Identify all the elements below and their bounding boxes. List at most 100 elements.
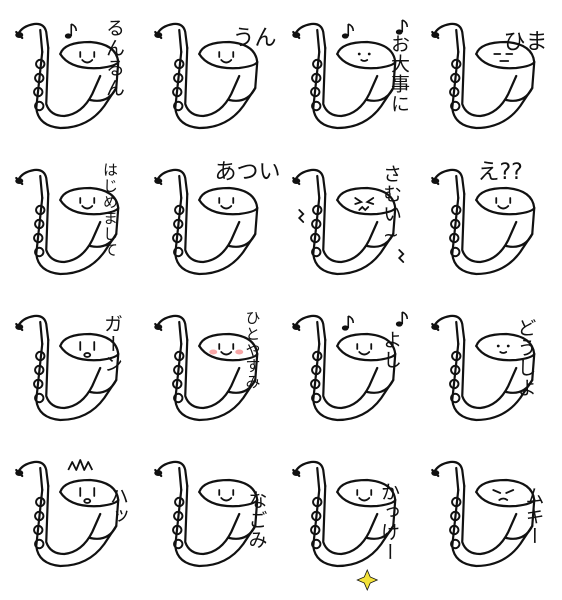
key-icon (35, 350, 46, 362)
saxophone-icon (292, 19, 409, 130)
sticker-drawing (292, 460, 397, 592)
saxophone-icon (430, 460, 535, 568)
sticker-drawing (430, 460, 535, 568)
sticker-drawing (292, 19, 409, 130)
key-icon (171, 232, 182, 244)
key-icon (449, 100, 460, 112)
sticker-drawing (153, 314, 258, 422)
mouthpiece-icon (430, 324, 439, 330)
sticker-caption: はじめまして (101, 162, 119, 258)
sticker-drawing (153, 22, 258, 130)
sticker: かっけー (281, 446, 420, 592)
sticker-caption: ムキー (522, 486, 545, 546)
mouthpiece-icon (15, 32, 24, 38)
key-icon (173, 58, 184, 70)
key-icon (310, 524, 321, 536)
face-icon (217, 489, 234, 502)
mouthpiece-icon (292, 324, 301, 330)
mouthpiece-icon (292, 178, 301, 184)
sticker-caption: ひま (503, 30, 548, 55)
key-icon (311, 538, 322, 550)
saxophone-icon (153, 314, 258, 422)
music-note-icon (395, 311, 409, 327)
face-icon (79, 487, 96, 504)
key-icon (312, 350, 323, 362)
key-icon (173, 204, 184, 216)
sticker: なごみ (143, 446, 282, 592)
surprise-lines-icon (67, 459, 94, 471)
mouthpiece-icon (292, 32, 301, 38)
saxophone-icon (15, 459, 120, 568)
key-icon (33, 524, 44, 536)
key-icon (172, 100, 183, 112)
saxophone-icon (153, 460, 258, 568)
blush-icon (234, 349, 243, 355)
saxophone-icon (153, 22, 258, 130)
sticker-caption: るんるん (103, 18, 125, 98)
saxophone-icon (430, 22, 535, 130)
key-icon (172, 246, 183, 258)
key-icon (450, 58, 461, 70)
mouthpiece-icon (430, 470, 439, 476)
mouthpiece-icon (430, 178, 439, 184)
key-icon (448, 524, 459, 536)
mouthpiece-icon (153, 324, 162, 330)
key-icon (449, 510, 460, 522)
sticker-drawing (15, 314, 120, 422)
sticker-caption: うん (232, 26, 277, 51)
key-icon (311, 392, 322, 404)
key-icon (35, 496, 46, 508)
sticker-drawing (430, 314, 535, 422)
sticker-caption: ハッ (107, 486, 129, 526)
saxophone-icon (430, 314, 535, 422)
key-icon (171, 86, 182, 98)
music-note-icon (341, 23, 355, 39)
saxophone-icon (15, 22, 120, 130)
key-icon (450, 204, 461, 216)
sticker: ガーン (4, 300, 143, 446)
key-icon (449, 218, 460, 230)
face-icon (217, 343, 234, 356)
key-icon (311, 218, 322, 230)
face-icon (494, 197, 511, 210)
sticker-caption: あつい (214, 160, 281, 185)
face-icon (79, 197, 96, 210)
key-icon (449, 392, 460, 404)
blush-icon (208, 349, 217, 355)
sticker-drawing (292, 311, 409, 422)
key-icon (173, 350, 184, 362)
saxophone-icon (292, 168, 405, 276)
sticker: え?? (420, 154, 559, 300)
sticker-drawing (430, 168, 535, 276)
mouthpiece-icon (292, 470, 301, 476)
sticker-caption: よし (380, 330, 402, 370)
key-icon (35, 204, 46, 216)
mouthpiece-icon (15, 470, 24, 476)
saxophone-icon (292, 460, 397, 592)
saxophone-icon (15, 168, 120, 276)
key-icon (33, 232, 44, 244)
face-icon (356, 489, 373, 502)
sticker-drawing (153, 460, 258, 568)
face-icon (217, 197, 234, 210)
key-icon (171, 524, 182, 536)
sticker-caption: どうしよ (514, 318, 537, 398)
sticker-caption: かっけー (378, 482, 400, 562)
music-note-icon (395, 19, 409, 35)
mouthpiece-icon (15, 324, 24, 330)
key-icon (449, 364, 460, 376)
sticker-drawing (292, 168, 405, 276)
key-icon (172, 510, 183, 522)
face-icon (491, 489, 514, 501)
sparkle-icon (356, 568, 379, 592)
face-icon (496, 344, 510, 354)
sticker: さむい~ (281, 154, 420, 300)
sticker: お大事に (281, 8, 420, 154)
key-icon (34, 392, 45, 404)
music-note-icon (64, 23, 78, 39)
sticker-drawing (15, 22, 120, 130)
sticker-drawing (15, 459, 120, 568)
key-icon (172, 538, 183, 550)
key-icon (450, 496, 461, 508)
key-icon (171, 378, 182, 390)
